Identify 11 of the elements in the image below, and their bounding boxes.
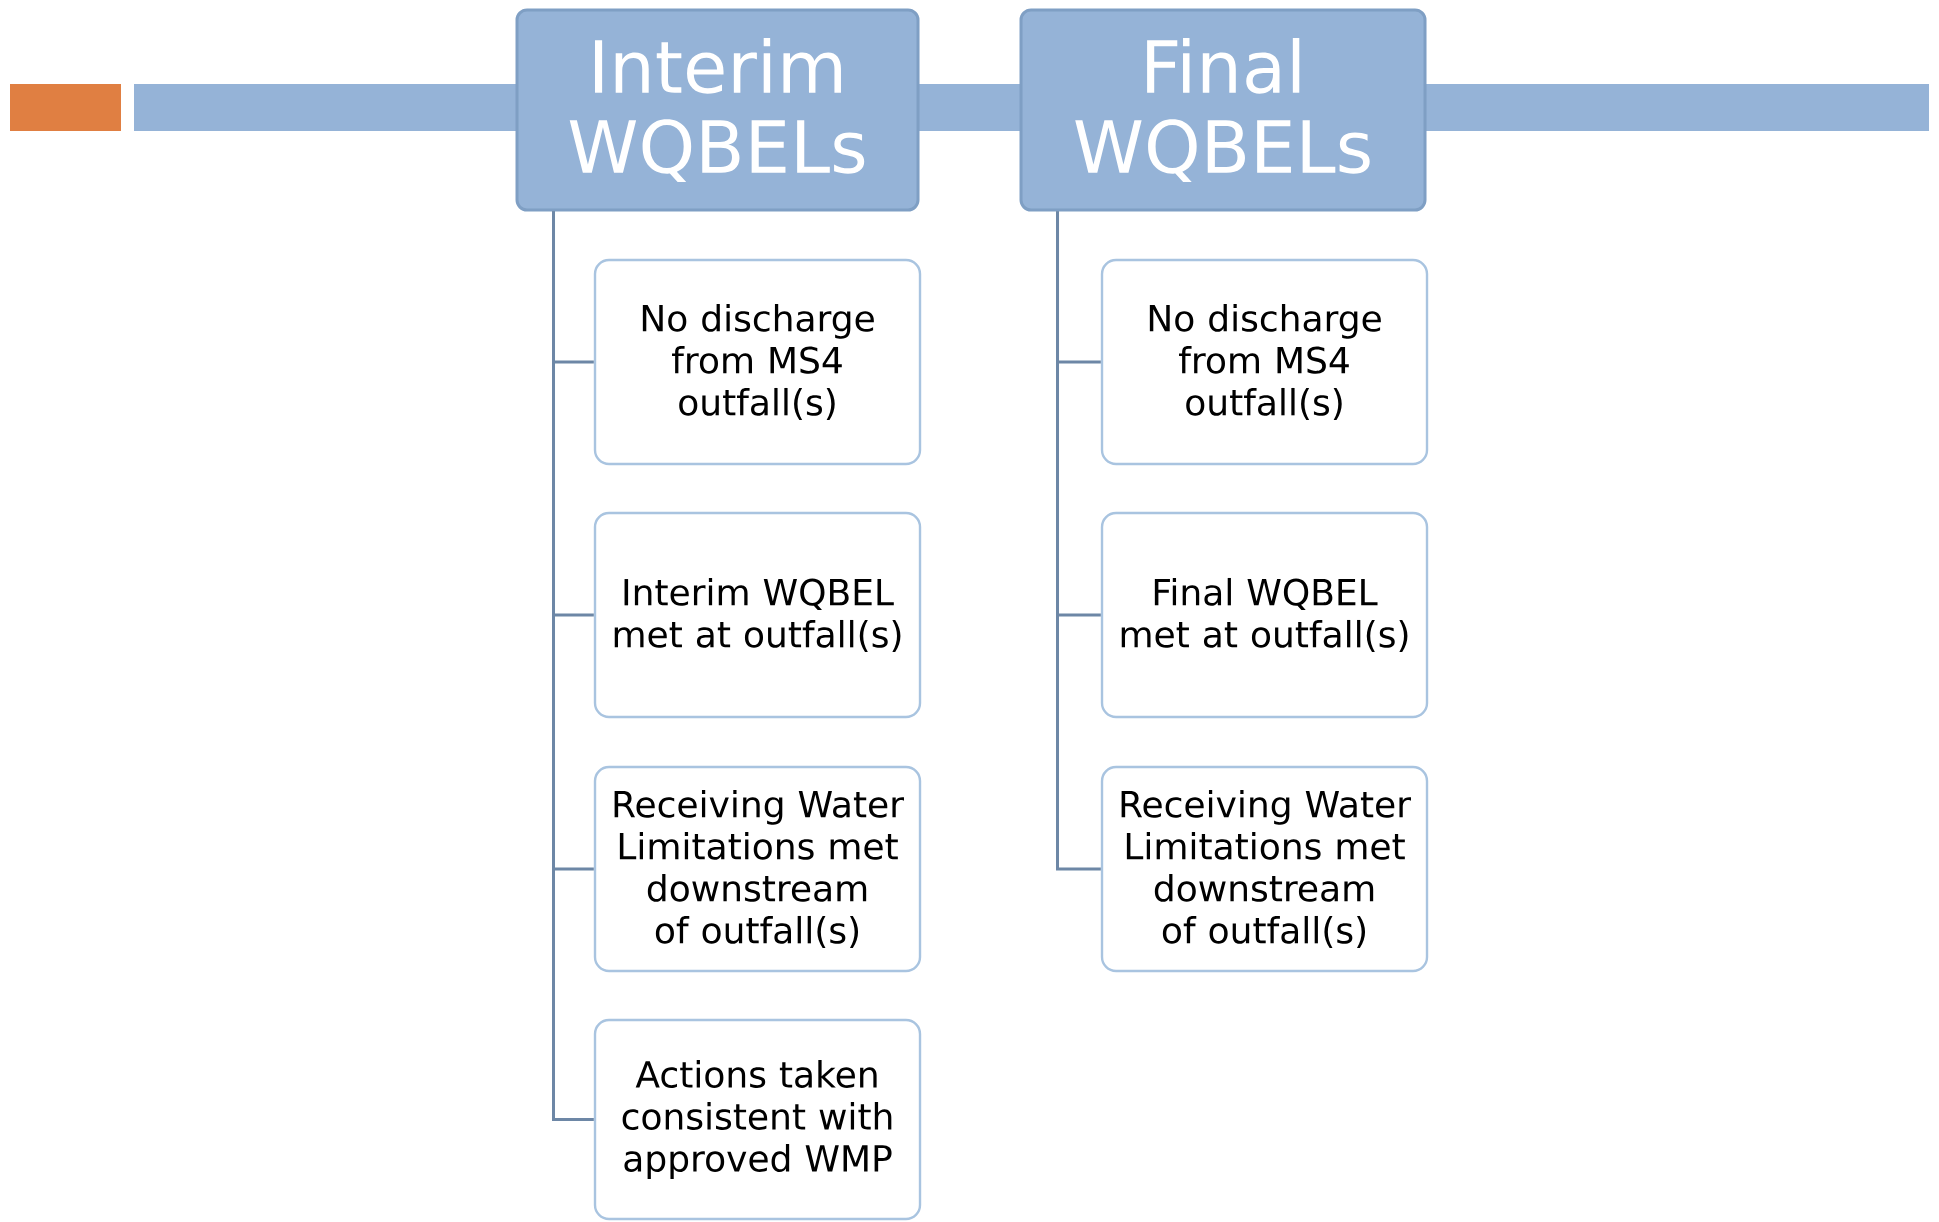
connector-line bbox=[1056, 211, 1101, 871]
item-box: Interim WQBEL met at outfall(s) bbox=[593, 511, 922, 719]
heading-box: Final WQBELs bbox=[1019, 8, 1427, 212]
item-box: Receiving Water Limitations met downstream of outfall(s) bbox=[593, 765, 922, 973]
connector-line bbox=[552, 211, 594, 1121]
heading-box: Interim WQBELs bbox=[515, 8, 920, 212]
item-box: No discharge from MS4 outfall(s) bbox=[1100, 258, 1429, 466]
item-box: Actions taken consistent with approved WMP bbox=[593, 1018, 922, 1221]
item-box: No discharge from MS4 outfall(s) bbox=[593, 258, 922, 466]
item-box: Receiving Water Limitations met downstream of outfall(s) bbox=[1100, 765, 1429, 973]
item-box: Final WQBEL met at outfall(s) bbox=[1100, 511, 1429, 719]
